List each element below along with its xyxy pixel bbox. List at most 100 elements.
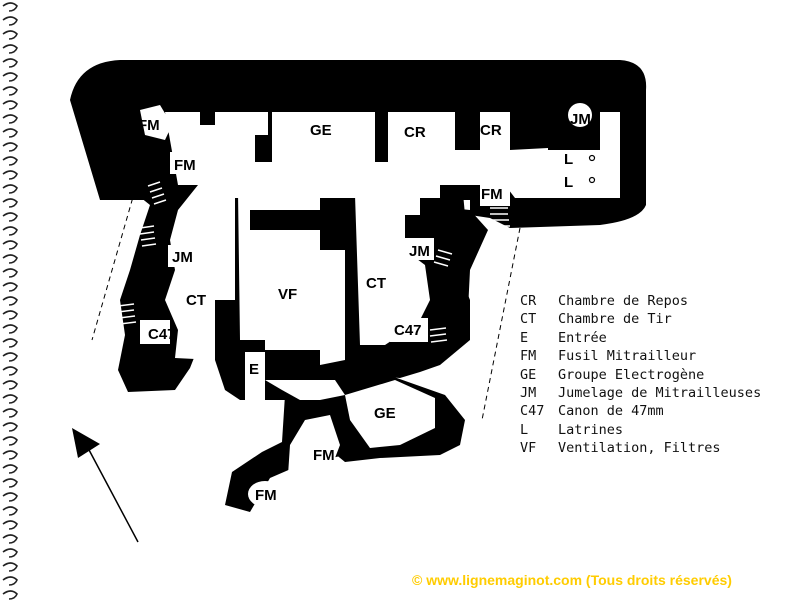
label-fm-s1: FM xyxy=(313,447,335,464)
spiral-ring xyxy=(2,338,18,348)
label-vf: VF xyxy=(278,286,297,303)
label-c47-w: C47 xyxy=(148,326,176,343)
spiral-ring xyxy=(2,464,18,474)
latrine-fixtures xyxy=(588,154,596,184)
spiral-ring xyxy=(2,576,18,586)
spiral-ring xyxy=(2,436,18,446)
legend-text: Latrines xyxy=(558,421,624,438)
legend-row: E Entrée xyxy=(520,329,761,347)
legend-code: L xyxy=(520,421,529,438)
legend-text: Groupe Electrogène xyxy=(558,366,705,383)
legend-row: CT Chambre de Tir xyxy=(520,310,761,328)
label-fm-e: FM xyxy=(481,186,503,203)
spiral-ring xyxy=(2,30,18,40)
spiral-ring xyxy=(2,170,18,180)
spiral-ring xyxy=(2,590,18,600)
copyright-notice: © www.lignemaginot.com (Tous droits rése… xyxy=(412,572,732,588)
label-jm-e: JM xyxy=(409,243,430,260)
embrasures xyxy=(117,181,510,443)
label-l-2: L xyxy=(564,174,573,191)
legend-text: Chambre de Tir xyxy=(558,311,672,328)
room-labels: FM FM GE CR CR JM L L FM JM JM CT VF CT … xyxy=(138,111,591,504)
legend-code: FM xyxy=(520,348,537,365)
spiral-ring xyxy=(2,534,18,544)
spiral-ring xyxy=(2,100,18,110)
spiral-ring xyxy=(2,520,18,530)
north-arrow-icon xyxy=(72,428,139,543)
spiral-ring xyxy=(2,240,18,250)
label-ct-w: CT xyxy=(186,292,206,309)
spiral-ring xyxy=(2,2,18,12)
spiral-ring xyxy=(2,226,18,236)
spiral-ring xyxy=(2,366,18,376)
label-ge-bottom: GE xyxy=(374,405,396,422)
legend-code: VF xyxy=(520,440,537,457)
label-fm-s2: FM xyxy=(255,487,277,504)
spiral-ring xyxy=(2,310,18,320)
spiral-ring xyxy=(2,380,18,390)
spiral-binding xyxy=(2,2,18,600)
legend-text: Canon de 47mm xyxy=(558,403,664,420)
spiral-ring xyxy=(2,478,18,488)
legend-code: C47 xyxy=(520,403,545,420)
legend-code: GE xyxy=(520,366,537,383)
spiral-ring xyxy=(2,324,18,334)
label-jm-w: JM xyxy=(172,249,193,266)
spiral-ring xyxy=(2,506,18,516)
spiral-ring xyxy=(2,72,18,82)
spiral-ring xyxy=(2,268,18,278)
label-cr-2: CR xyxy=(480,122,502,139)
spiral-ring xyxy=(2,254,18,264)
spiral-ring xyxy=(2,408,18,418)
rooms xyxy=(140,103,620,507)
legend-row: FM Fusil Mitrailleur xyxy=(520,347,761,365)
spiral-ring xyxy=(2,562,18,572)
legend-code: CR xyxy=(520,293,537,309)
legend-code: JM xyxy=(520,385,537,402)
legend-row: VF Ventilation, Filtres xyxy=(520,439,761,457)
spiral-ring xyxy=(2,422,18,432)
label-l-1: L xyxy=(564,151,573,168)
spiral-ring xyxy=(2,114,18,124)
label-fm-nw: FM xyxy=(138,117,160,134)
label-fm-w: FM xyxy=(174,157,196,174)
label-ct-e: CT xyxy=(366,275,386,292)
legend-text: Entrée xyxy=(558,329,607,346)
spiral-ring xyxy=(2,128,18,138)
legend-row: CR Chambre de Repos xyxy=(520,292,761,310)
spiral-ring xyxy=(2,394,18,404)
spiral-ring xyxy=(2,548,18,558)
spiral-ring xyxy=(2,58,18,68)
spiral-ring xyxy=(2,212,18,222)
ditch-lines xyxy=(91,189,521,421)
label-e: E xyxy=(249,361,259,378)
spiral-ring xyxy=(2,16,18,26)
label-ge-top: GE xyxy=(310,122,332,139)
legend-row: JM Jumelage de Mitrailleuses xyxy=(520,384,761,402)
spiral-ring xyxy=(2,282,18,292)
legend-row: GE Groupe Electrogène xyxy=(520,366,761,384)
spiral-ring xyxy=(2,198,18,208)
label-c47-e: C47 xyxy=(394,322,422,339)
legend-row: C47 Canon de 47mm xyxy=(520,402,761,420)
spiral-ring xyxy=(2,184,18,194)
legend-text: Ventilation, Filtres xyxy=(558,440,721,457)
label-jm-ne: JM xyxy=(570,111,591,128)
spiral-ring xyxy=(2,44,18,54)
spiral-ring xyxy=(2,86,18,96)
legend-text: Jumelage de Mitrailleuses xyxy=(558,385,762,402)
spiral-ring xyxy=(2,156,18,166)
spiral-ring xyxy=(2,492,18,502)
legend-text: Fusil Mitrailleur xyxy=(558,348,697,365)
legend-text: Chambre de Repos xyxy=(558,293,689,309)
spiral-ring xyxy=(2,450,18,460)
legend-code: CT xyxy=(520,311,537,328)
spiral-ring xyxy=(2,352,18,362)
spiral-ring xyxy=(2,296,18,306)
legend-code: E xyxy=(520,329,529,346)
spiral-ring xyxy=(2,142,18,152)
label-cr-1: CR xyxy=(404,124,426,141)
legend-row: L Latrines xyxy=(520,421,761,439)
